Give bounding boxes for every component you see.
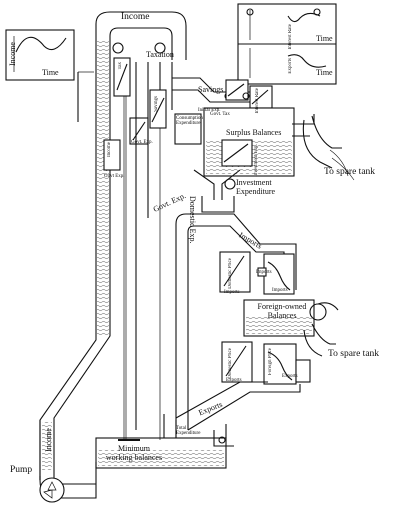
rates-graph-panel: [237, 3, 337, 85]
initial-ext-label: Initial Exp.: [198, 108, 221, 113]
income-graph-axis-label: Income: [8, 42, 17, 66]
income-top-label: Income: [121, 12, 150, 22]
govt-tax-label: Govt. Tax: [210, 112, 230, 117]
domestic-price-box-label: Domestic Price: [228, 258, 233, 289]
minimum-working-balances-label: Minimum working balances: [105, 444, 163, 462]
exports-box-label-2: Exports: [282, 374, 298, 379]
taxation-label: Taxation: [146, 50, 174, 59]
govt-exp-box-label: Govt. Exp.: [131, 140, 153, 145]
interest-rate-box-label: Interest Rate: [255, 88, 260, 114]
pump-label: Pump: [10, 465, 33, 475]
time-axis-label-2: Time: [316, 34, 333, 43]
income-graph-box: [5, 29, 75, 81]
savings-box-label: Savings: [154, 96, 159, 112]
income-bottom-label: Income: [44, 428, 53, 452]
total-expenditure-label: Total Expenditure: [176, 426, 201, 436]
imports-box-label-3: Imports: [256, 270, 272, 275]
to-spare-tank-label-2: To spare tank: [328, 349, 380, 359]
to-spare-tank-label-1: To spare tank: [324, 167, 376, 177]
govt-exp-small-label: Govt Exp.: [104, 174, 125, 179]
time-axis-label-3: Time: [316, 68, 333, 77]
time-axis-label-1: Time: [42, 68, 59, 77]
interest-rate-axis-label: Interest Rate: [288, 24, 293, 50]
foreign-price-box-label: Foreign Price: [268, 348, 273, 376]
income-box-label: Income: [107, 142, 112, 157]
tax-box-label: Tax: [118, 62, 123, 70]
imports-box-label-1: Imports: [224, 290, 240, 295]
investment-exp-box-label: Investment Exp.: [254, 144, 259, 177]
domestic-exp-label: Domestic Exp.: [188, 196, 197, 244]
foreign-owned-balances-label: Foreign-owned Balances: [257, 302, 307, 320]
imports-box-label-2: Imports: [272, 288, 288, 293]
consumption-box-label: Consumption Expenditure: [176, 116, 203, 126]
investment-expenditure-label: Investment Expenditure: [236, 178, 276, 196]
domestic-price-box-label-2: Domestic Price: [228, 348, 233, 379]
exports-box-label-1: Exports: [226, 378, 242, 383]
exports-axis-label: Exports: [288, 58, 293, 74]
savings-label: Savings: [198, 85, 224, 94]
surplus-balances-label: Surplus Balances: [226, 128, 282, 137]
